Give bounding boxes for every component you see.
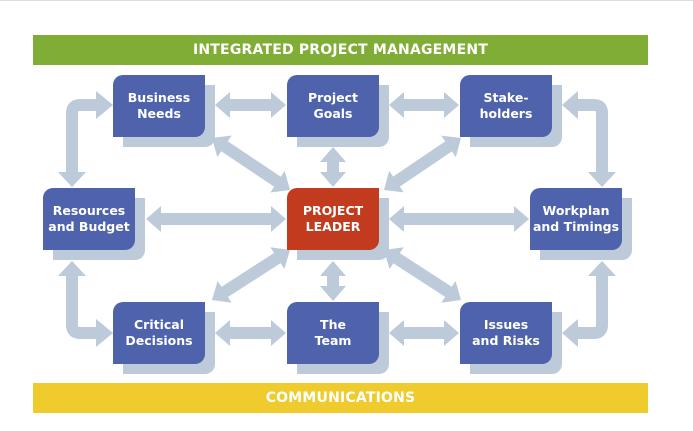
arrow-business-needs-resources (58, 91, 113, 187)
integrated-project-management-banner: INTEGRATED PROJECT MANAGEMENT (33, 35, 648, 65)
arrow-business-needs-project-goals (215, 92, 286, 118)
banner-title: COMMUNICATIONS (265, 390, 416, 406)
arrow-stakeholders-workplan (562, 91, 616, 187)
node-project-leader: PROJECT LEADER (287, 188, 379, 250)
arrow-resources-project-leader (146, 206, 286, 232)
node-project-goals: Project Goals (287, 75, 379, 137)
arrow-business-needs-leader (212, 135, 290, 193)
top-border (0, 0, 693, 1)
banner-title: INTEGRATED PROJECT MANAGEMENT (192, 42, 488, 58)
arrow-leader-team (320, 261, 346, 301)
arrow-workplan-issues (562, 261, 616, 347)
arrow-goals-leader (320, 147, 346, 187)
node-business-needs: Business Needs (113, 75, 205, 137)
arrow-project-leader-workplan (389, 206, 529, 232)
arrow-critical-decisions-team (215, 320, 286, 346)
node-stakeholders: Stake- holders (460, 75, 552, 137)
arrow-issues-leader (384, 247, 461, 303)
node-the-team: The Team (287, 302, 379, 364)
communications-banner: COMMUNICATIONS (33, 383, 648, 413)
node-workplan-and-timings: Workplan and Timings (530, 188, 622, 250)
arrow-resources-critical-decisions (58, 261, 113, 347)
node-issues-and-risks: Issues and Risks (460, 302, 552, 364)
arrow-team-issues (389, 320, 459, 346)
arrow-critical-decisions-leader (212, 247, 290, 303)
arrow-stakeholders-leader (384, 135, 461, 193)
arrow-project-goals-stakeholders (389, 92, 459, 118)
node-resources-and-budget: Resources and Budget (43, 188, 135, 250)
node-critical-decisions: Critical Decisions (113, 302, 205, 364)
